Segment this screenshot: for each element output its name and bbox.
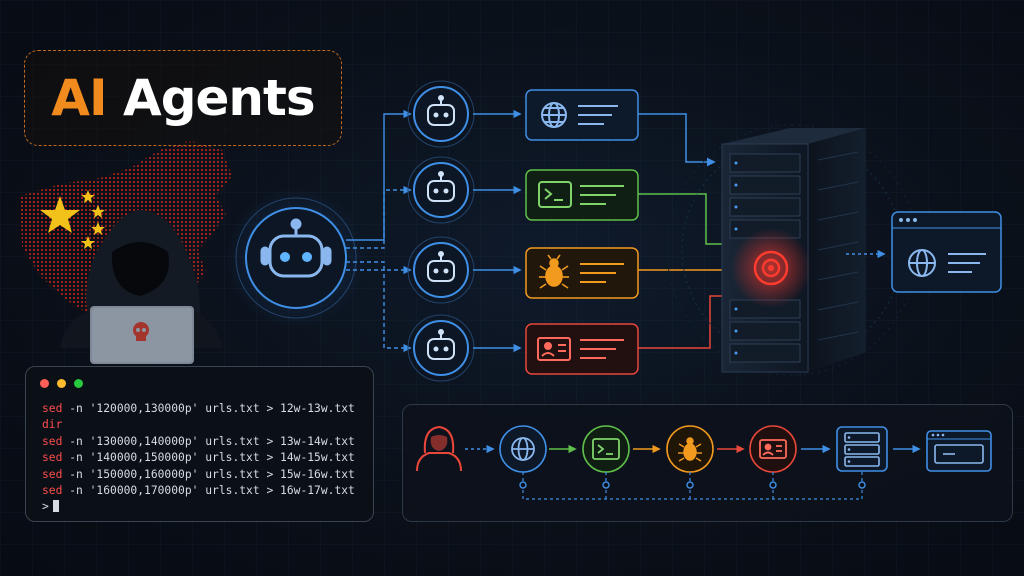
terminal-output: sed -n '120000,130000p' urls.txt > 12w-1… xyxy=(42,401,355,516)
hooded-hacker-icon xyxy=(416,425,462,472)
task-card-terminal xyxy=(525,169,639,221)
robot-icon xyxy=(427,95,455,126)
terminal-line-cmd: sed xyxy=(42,402,63,415)
central-ai-agent-hub xyxy=(226,188,366,328)
terminal-line-cmd: dir xyxy=(42,418,63,432)
close-dot xyxy=(40,379,49,388)
page-title: AI Agents xyxy=(51,69,316,127)
id-card-icon xyxy=(537,337,571,361)
pipeline-diagram xyxy=(416,425,992,500)
terminal-icon xyxy=(538,181,572,208)
terminal-line-args: -n '150000,160000p' urls.txt > 15w-16w.t… xyxy=(62,467,355,481)
terminal-line-args: -n '130000,140000p' urls.txt > 13w-14w.t… xyxy=(62,434,355,448)
terminal-line-args: -n '160000,170000p' urls.txt > 16w-17w.t… xyxy=(62,484,355,498)
title-box: AI Agents xyxy=(24,50,342,146)
hooded-hacker-illustration xyxy=(60,209,222,364)
title-prefix: AI xyxy=(51,69,107,127)
robot-icon xyxy=(260,218,332,278)
terminal-line-cmd: sed xyxy=(42,434,63,448)
browser-window-icon xyxy=(926,430,992,472)
terminal-line-cmd: sed xyxy=(42,484,63,498)
bug-icon xyxy=(666,425,714,473)
task-cards xyxy=(525,89,639,375)
agent-robots xyxy=(407,80,475,382)
bug-icon xyxy=(539,254,569,289)
terminal-prompt: > xyxy=(42,500,49,514)
minimize-dot xyxy=(57,379,66,388)
terminal-line-args: -n '120000,130000p' urls.txt > 12w-13w.t… xyxy=(62,402,355,415)
globe-icon xyxy=(541,102,567,128)
skull-icon xyxy=(133,322,149,341)
globe-icon xyxy=(908,249,936,277)
id-card-icon xyxy=(749,425,797,473)
globe-icon xyxy=(499,425,547,473)
terminal-window: sed -n '120000,130000p' urls.txt > 12w-1… xyxy=(25,366,374,522)
robot-icon xyxy=(427,329,455,360)
server-rack xyxy=(666,124,918,376)
hub-connectors xyxy=(346,109,412,353)
robot-icon xyxy=(427,251,455,282)
terminal-line-cmd: sed xyxy=(42,467,63,481)
attack-pipeline-panel xyxy=(402,404,1013,522)
maximize-dot xyxy=(74,379,83,388)
title-rest: Agents xyxy=(123,69,316,127)
terminal-cursor[interactable] xyxy=(52,500,59,513)
window-controls xyxy=(40,379,83,388)
task-card-bug xyxy=(525,247,639,299)
task-card-identity xyxy=(525,323,639,375)
target-icon xyxy=(753,250,789,286)
task-card-web xyxy=(525,89,639,141)
browser-window-output xyxy=(891,211,1002,293)
robot-icon xyxy=(427,171,455,202)
terminal-icon xyxy=(582,425,630,473)
server-icon xyxy=(836,426,888,472)
agent-task-arrows xyxy=(473,109,522,353)
terminal-line-args: -n '140000,150000p' urls.txt > 14w-15w.t… xyxy=(62,451,355,465)
terminal-line-cmd: sed xyxy=(42,451,63,465)
flag-star-large-icon xyxy=(40,196,80,233)
